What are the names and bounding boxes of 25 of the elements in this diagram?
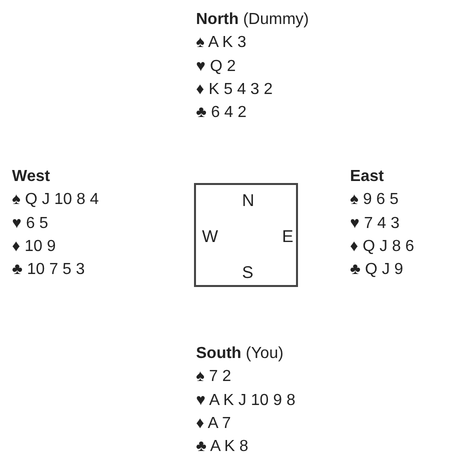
suit-holding: ♥ Q 2 xyxy=(196,56,236,77)
suit-holding: ♦ 10 9 xyxy=(12,236,56,257)
hand-heading: East xyxy=(350,167,384,187)
hand-heading: West xyxy=(12,167,50,187)
suit-holding: ♥ A K J 10 9 8 xyxy=(196,390,296,411)
suit-holding: ♥ 6 5 xyxy=(12,214,48,234)
suit-holding: ♠ 7 2 xyxy=(196,367,232,388)
suit-holding: ♣ Q J 9 xyxy=(350,260,404,280)
hand-heading: South (You) xyxy=(196,344,284,364)
suit-holding: ♠ Q J 10 8 4 xyxy=(12,190,99,210)
suit-holding: ♣ 10 7 5 3 xyxy=(12,260,85,280)
suit-holding: ♣ A K 8 xyxy=(196,437,248,458)
suit-holding: ♦ A 7 xyxy=(196,414,231,434)
suit-holding: ♣ 6 4 2 xyxy=(196,103,247,124)
compass-box xyxy=(194,183,298,287)
compass-letter: S xyxy=(242,263,254,283)
suit-holding: ♥ 7 4 3 xyxy=(350,214,400,234)
suit-holding: ♠ A K 3 xyxy=(196,33,246,54)
suit-holding: ♠ 9 6 5 xyxy=(350,190,399,210)
compass-letter: N xyxy=(242,191,254,211)
compass-letter: W xyxy=(202,227,218,247)
hand-heading: North (Dummy) xyxy=(196,10,309,30)
suit-holding: ♦ K 5 4 3 2 xyxy=(196,80,273,100)
suit-holding: ♦ Q J 8 6 xyxy=(350,236,414,257)
compass-letter: E xyxy=(282,227,294,247)
